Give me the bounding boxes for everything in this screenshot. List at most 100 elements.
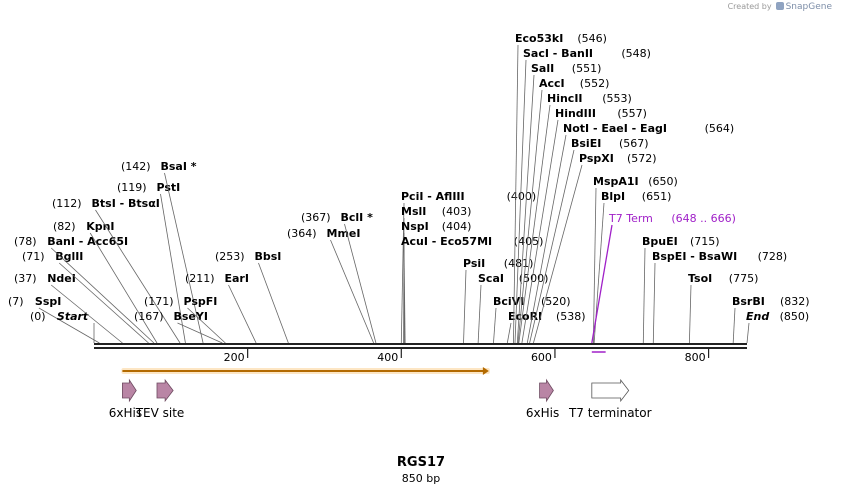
- snapgene-logo-icon: [775, 2, 784, 10]
- site-name: PsiI: [463, 257, 485, 270]
- feature-tev-site-label: TEV site: [135, 406, 185, 420]
- cut-site-hindiii: HindIII(557): [521, 107, 647, 344]
- cut-site-bsiei: BsiEI(567): [529, 137, 649, 344]
- site-position: (253): [215, 250, 245, 263]
- site-name: BclI *: [341, 211, 374, 224]
- cut-site-mspa1i: MspA1I (650): [592, 175, 678, 344]
- site-position: (211): [185, 272, 215, 285]
- site-position: (37): [14, 272, 37, 285]
- site-name: HincII: [547, 92, 583, 105]
- ruler-tick-label: 600: [531, 351, 552, 364]
- site-position: (650): [648, 175, 678, 188]
- site-connector: [400, 202, 405, 344]
- site-name: BsrBI: [732, 295, 765, 308]
- site-connector: [533, 164, 583, 344]
- site-position: (552): [580, 77, 610, 90]
- cut-site-acci: AccI (552): [517, 77, 610, 344]
- site-name: AcuI - Eco57MI: [401, 235, 492, 248]
- cut-site-pspfi: PspFI(171): [144, 295, 226, 344]
- site-position: (403): [442, 205, 472, 218]
- site-connector: [403, 247, 406, 344]
- site-connector: [50, 284, 123, 344]
- site-position: (651): [642, 190, 672, 203]
- site-connector: [95, 209, 181, 344]
- site-position: (364): [287, 227, 317, 240]
- cut-site-mmei: MmeI (364): [287, 227, 375, 344]
- site-connector: [521, 119, 559, 344]
- feature-t7-terminator-arrow: [591, 378, 630, 403]
- site-name: BglII: [55, 250, 83, 263]
- cut-site-bpuei: BpuEI (715): [642, 235, 720, 344]
- site-name: BseYI: [174, 310, 208, 323]
- site-name: MmeI: [327, 227, 361, 240]
- feature-6xhis-label: 6xHis: [526, 406, 559, 420]
- site-name: AccI: [539, 77, 565, 90]
- cut-site-ndei: NdeI (37): [14, 272, 123, 344]
- site-position: (648 .. 666): [671, 212, 736, 225]
- site-connector: [516, 74, 535, 344]
- site-connector: [746, 322, 750, 344]
- site-name: NdeI: [47, 272, 76, 285]
- site-connector: [514, 59, 527, 344]
- site-connector: [50, 247, 155, 344]
- site-connector: [89, 232, 158, 344]
- site-name: PstI: [157, 181, 181, 194]
- site-connector: [591, 224, 613, 344]
- site-position: (367): [301, 211, 331, 224]
- cut-site-saci-banii: SacI - BanII(548): [514, 47, 651, 344]
- site-position: (0): [30, 310, 46, 323]
- site-connector: [529, 149, 575, 344]
- site-position: (500): [519, 272, 549, 285]
- site-name: Eco53kI: [515, 32, 563, 45]
- site-position: (728): [758, 250, 788, 263]
- site-name: PspXI: [579, 152, 614, 165]
- site-name: NotI - EaeI - EagI: [563, 122, 667, 135]
- cut-site-end: End(850): [746, 310, 809, 344]
- site-connector: [258, 262, 289, 344]
- cut-site-t7-term: T7 Term (648 .. 666): [591, 212, 736, 344]
- site-connector: [160, 193, 186, 344]
- cut-site-bglii: BglII(71): [22, 250, 149, 344]
- ruler-tick-label: 400: [377, 351, 398, 364]
- cut-site-bani-acc65i: BanI - Acc65I(78): [14, 235, 155, 344]
- feature-t7-terminator-label: T7 terminator: [568, 406, 652, 420]
- cut-site-blpi: BlpI(651): [593, 190, 672, 344]
- cut-site-psti: PstI(119): [117, 181, 186, 344]
- site-connector: [642, 247, 646, 344]
- site-name: TsoI: [688, 272, 712, 285]
- site-name: SalI: [531, 62, 554, 75]
- cut-site-kpni: KpnI(82): [53, 220, 158, 344]
- site-position: (142): [121, 160, 151, 173]
- sequence-name: RGS17: [396, 455, 446, 470]
- cut-site-hincii: HincII (553): [518, 92, 632, 344]
- backbone-top-strand: [94, 343, 747, 345]
- site-position: (7): [8, 295, 24, 308]
- site-name: EarI: [225, 272, 249, 285]
- site-position: (404): [442, 220, 472, 233]
- site-connector: [330, 239, 375, 344]
- cut-site-noti-eaei-eagi: NotI - EaeI - EagI(564): [526, 122, 734, 344]
- site-connector: [517, 89, 543, 344]
- cut-site-eco53ki: Eco53kI(546): [513, 32, 607, 344]
- site-connector: [592, 187, 597, 344]
- site-name: BpuEI: [642, 235, 678, 248]
- site-connector: [58, 262, 149, 344]
- site-name: BsiEI: [571, 137, 601, 150]
- cut-site-eari: EarI (211): [185, 272, 257, 344]
- site-name: T7 Term: [608, 212, 653, 225]
- site-name: SacI - BanII: [523, 47, 593, 60]
- site-name: BtsI - BtsαI: [92, 197, 160, 210]
- site-position: (553): [602, 92, 632, 105]
- cut-site-nspi: NspI (404): [401, 220, 472, 344]
- site-name: MspA1I: [593, 175, 639, 188]
- site-connector: [477, 284, 482, 344]
- cut-site-scai: ScaI(500): [477, 272, 549, 344]
- site-name: HindIII: [555, 107, 596, 120]
- site-position: (715): [690, 235, 720, 248]
- cut-site-sali: SalI(551): [516, 62, 601, 344]
- cut-site-bsai: BsaI *(142): [121, 160, 204, 344]
- feature-tev-site-arrow: [156, 378, 174, 403]
- site-name: NspI: [401, 220, 429, 233]
- site-connector: [463, 269, 467, 344]
